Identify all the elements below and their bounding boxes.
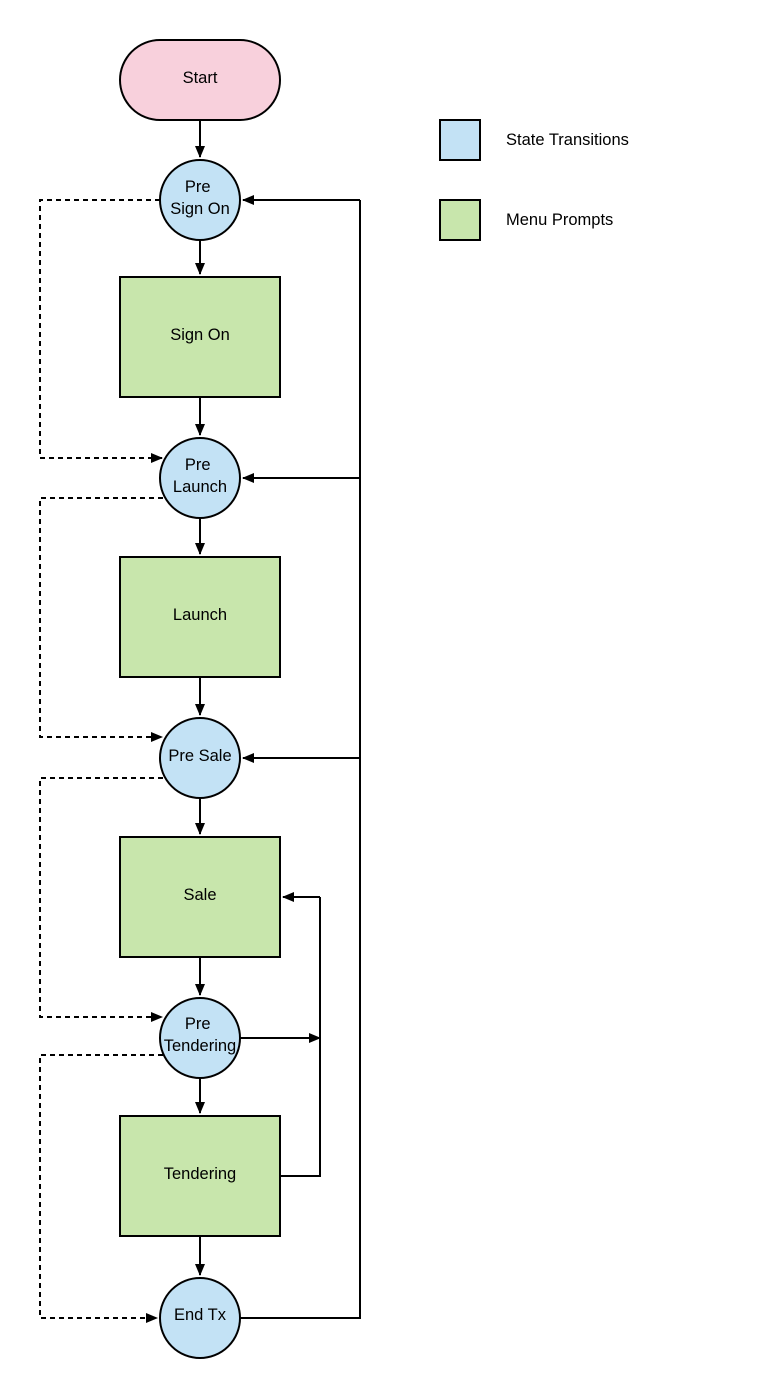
legend-item-menu-prompts: Menu Prompts <box>439 199 613 241</box>
launch-node: Launch <box>119 556 281 678</box>
edges <box>39 120 361 1323</box>
pre-launch-label: Pre Launch <box>173 456 227 496</box>
sign-on-label: Sign On <box>170 326 230 344</box>
end-tx-node: End Tx <box>159 1277 241 1359</box>
return-line-end-tx <box>240 200 361 1319</box>
start-label: Start <box>183 69 218 87</box>
pre-sign-on-label: Pre Sign On <box>170 178 230 218</box>
legend-label-state-transitions: State Transitions <box>506 131 629 149</box>
sale-node: Sale <box>119 836 281 958</box>
pre-tendering-label: Pre Tendering <box>164 1015 236 1055</box>
dashed-arrow-pre-tendering-to-end-tx <box>39 1054 163 1323</box>
legend: State Transitions Menu Prompts <box>439 119 629 241</box>
start-node: Start <box>119 39 281 121</box>
dashed-arrow-pre-launch-to-pre-sale <box>39 497 163 742</box>
sale-label: Sale <box>183 886 216 904</box>
tendering-label: Tendering <box>164 1165 236 1183</box>
end-tx-label: End Tx <box>174 1306 227 1324</box>
pre-sale-node: Pre Sale <box>159 717 241 799</box>
legend-swatch-menu-prompts <box>439 199 481 241</box>
pre-sale-label: Pre Sale <box>168 747 231 765</box>
launch-label: Launch <box>173 606 227 624</box>
pre-launch-node: Pre Launch <box>159 437 241 519</box>
loop-line-tendering-to-sale <box>281 897 321 1177</box>
legend-label-menu-prompts: Menu Prompts <box>506 211 613 229</box>
nodes: Start Pre Sign On Sign On Pre Launch <box>119 39 281 1359</box>
pre-tendering-node: Pre Tendering <box>159 997 241 1079</box>
pre-sign-on-node: Pre Sign On <box>159 159 241 241</box>
dashed-arrow-pre-sale-to-pre-tendering <box>39 777 163 1022</box>
legend-swatch-state-transitions <box>439 119 481 161</box>
sign-on-node: Sign On <box>119 276 281 398</box>
legend-item-state-transitions: State Transitions <box>439 119 629 161</box>
tendering-node: Tendering <box>119 1115 281 1237</box>
